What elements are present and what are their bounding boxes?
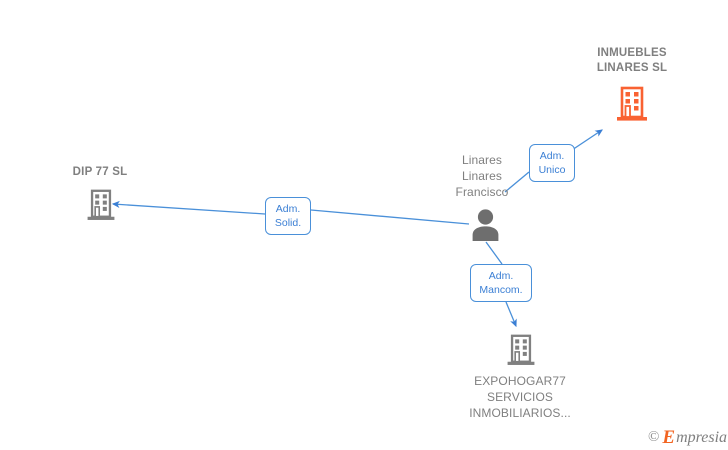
relation-box-adm-mancom[interactable]: Adm. Mancom. xyxy=(470,264,532,302)
brand-name: mpresia xyxy=(676,428,728,446)
edge-adm-unico xyxy=(504,129,603,193)
edge-adm-mancom xyxy=(485,241,517,328)
edge-adm-solid xyxy=(111,200,470,225)
building-icon[interactable] xyxy=(506,334,536,373)
node-label-expohogar77: EXPOHOGAR77 SERVICIOS INMOBILIARIOS... xyxy=(469,374,571,420)
relation-box-adm-solid[interactable]: Adm. Solid. xyxy=(265,197,311,235)
copyright-symbol: © xyxy=(648,429,660,445)
node-label-dip-77: DIP 77 SL xyxy=(72,166,128,178)
building-icon[interactable] xyxy=(616,86,648,129)
building-icon[interactable] xyxy=(86,189,116,228)
node-label-linares-linares-francisco: Linares Linares Francisco xyxy=(455,153,509,199)
watermark-empresia: © E mpresia xyxy=(648,428,727,447)
brand-initial: E xyxy=(662,427,676,448)
node-label-inmuebles-linares: INMUEBLES LINARES SL xyxy=(596,47,668,74)
relation-box-adm-unico[interactable]: Adm. Unico xyxy=(529,144,575,182)
person-icon[interactable] xyxy=(471,208,500,246)
